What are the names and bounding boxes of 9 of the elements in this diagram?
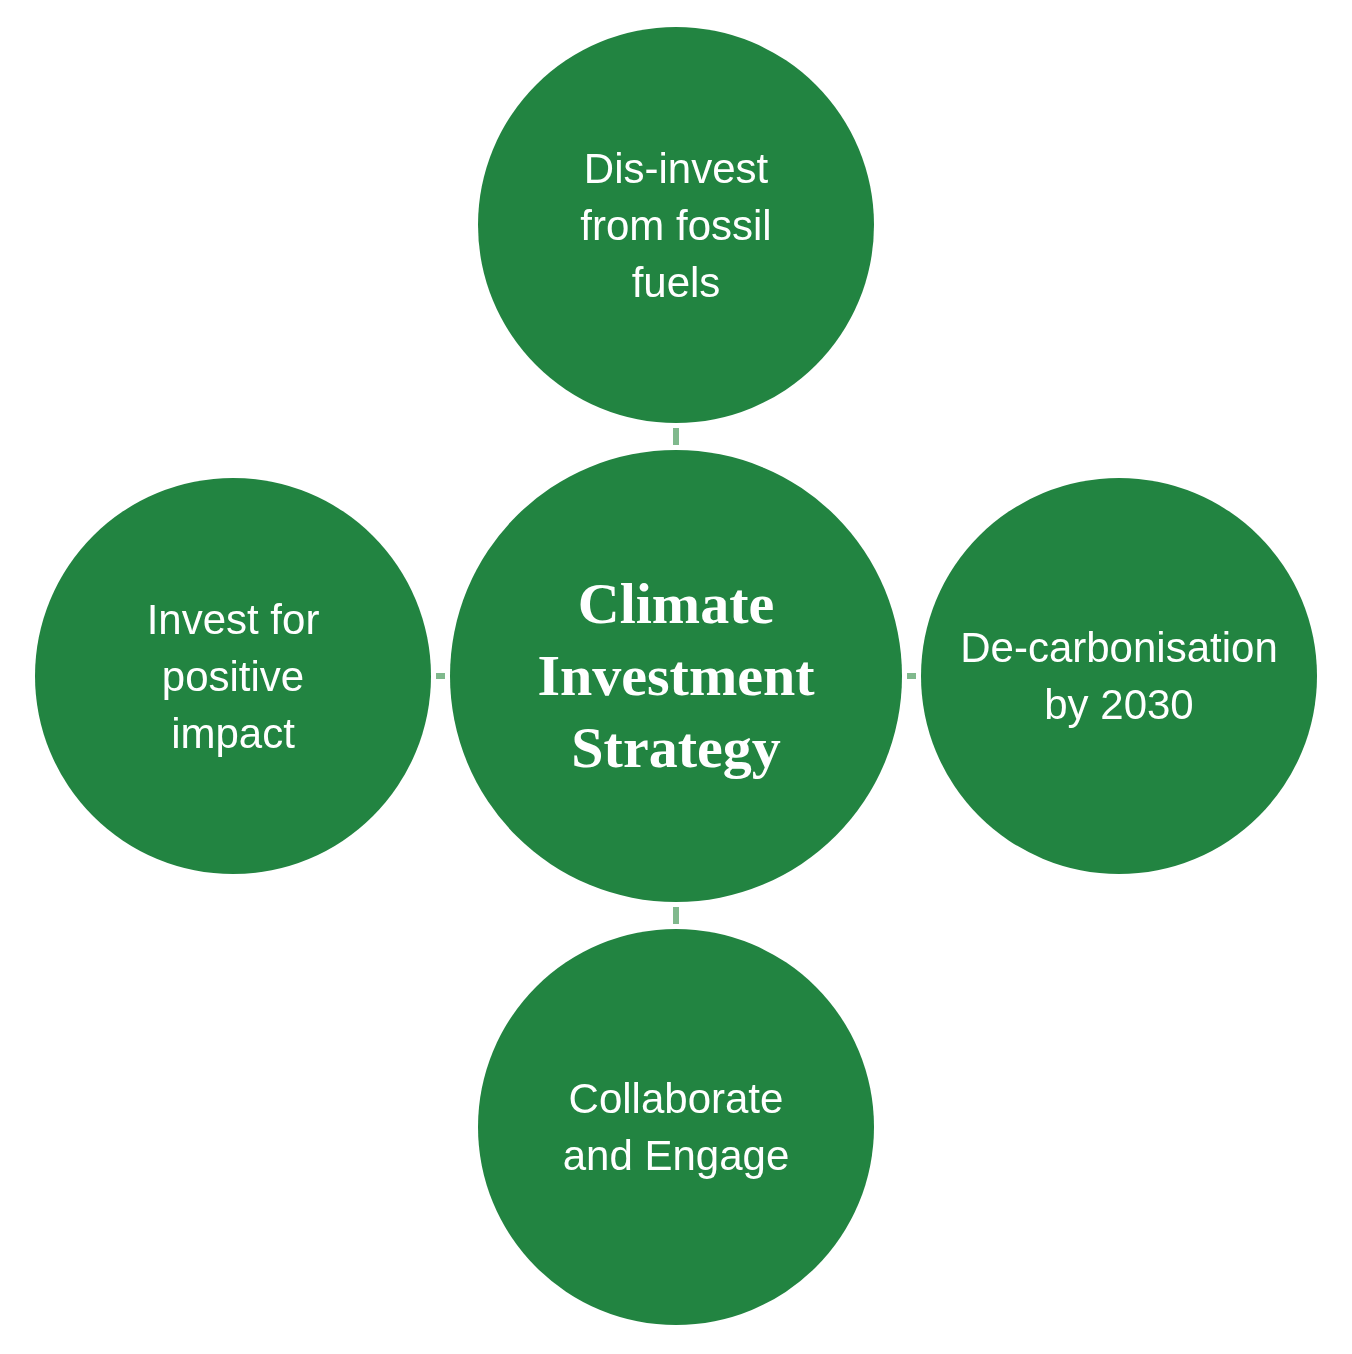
connector-line bbox=[673, 428, 679, 445]
connector-line bbox=[907, 673, 916, 679]
topic-label: Collaborate and Engage bbox=[561, 1074, 791, 1181]
topic-label: Invest for positive impact bbox=[145, 594, 321, 759]
topic-label: Dis-invest from fossil fuels bbox=[579, 143, 773, 308]
connector-line bbox=[673, 907, 679, 924]
connector-line bbox=[436, 673, 445, 679]
central-topic-label: Climate Investment Strategy bbox=[536, 570, 816, 782]
topic-label: De-carbonisation by 2030 bbox=[959, 623, 1279, 730]
